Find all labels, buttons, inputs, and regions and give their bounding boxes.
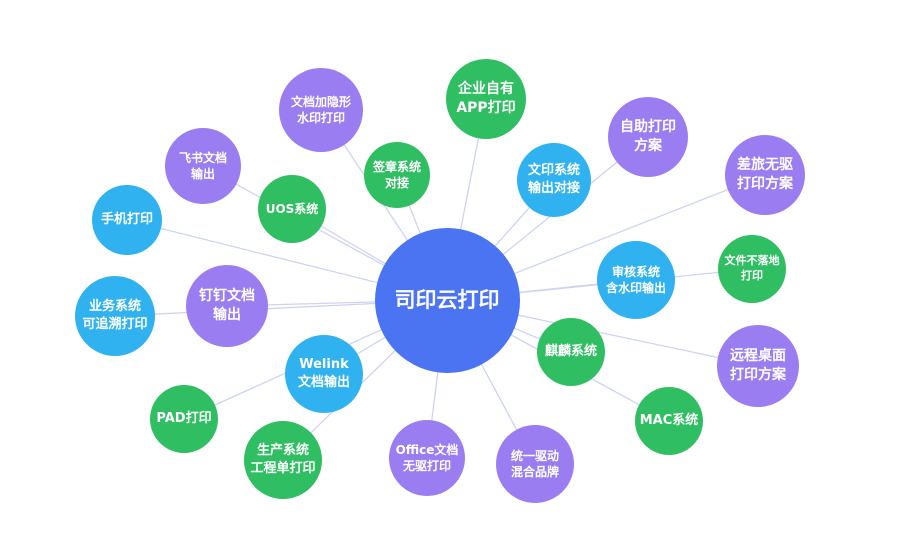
node-dingtalk: 钉钉文档 输出 [186, 265, 268, 347]
center-node-label: 司印云打印 [394, 287, 500, 312]
node-label: 文档加隐形 水印打印 [290, 94, 351, 125]
node-mac: MAC系统 [635, 387, 703, 455]
node-doc-watermark: 文档加隐形 水印打印 [279, 68, 363, 152]
node-welink: Welink 文档输出 [285, 335, 363, 413]
node-enterprise-app: 企业自有 APP打印 [446, 59, 526, 139]
node-label: Office文档 无驱打印 [395, 442, 459, 473]
node-label: 远程桌面 打印方案 [730, 348, 786, 383]
node-label: 签章系统 对接 [372, 159, 421, 190]
node-self-service: 自助打印 方案 [608, 97, 688, 177]
node-label: MAC系统 [639, 413, 699, 429]
node-mobile: 手机打印 [92, 185, 162, 255]
node-label: 自助打印 方案 [620, 119, 676, 154]
node-business-trace: 业务系统 可追溯打印 [75, 276, 155, 356]
node-label: 钉钉文档 输出 [199, 288, 255, 323]
node-label: 业务系统 可追溯打印 [82, 299, 148, 332]
node-label: 差旅无驱 打印方案 [737, 157, 793, 192]
node-label: 飞书文档 输出 [178, 150, 227, 181]
node-pad: PAD打印 [150, 385, 218, 453]
node-label: 生产系统 工程单打印 [250, 443, 316, 476]
node-label: Welink 文档输出 [297, 357, 350, 390]
node-label: 手机打印 [100, 212, 153, 228]
node-seal-system: 签章系统 对接 [364, 142, 430, 208]
node-office: Office文档 无驱打印 [389, 420, 465, 496]
node-production: 生产系统 工程单打印 [244, 421, 322, 499]
node-label: 统一驱动 混合品牌 [510, 448, 559, 479]
node-label: 文件不落地 打印 [724, 254, 780, 282]
center-node: 司印云打印 [374, 227, 520, 373]
node-label: 审核系统 含水印输出 [605, 264, 666, 295]
node-uos: UOS系统 [258, 175, 326, 243]
node-unified-driver: 统一驱动 混合品牌 [496, 425, 574, 503]
node-approval: 审核系统 含水印输出 [597, 241, 675, 319]
node-kylin: 麒麟系统 [537, 318, 605, 386]
node-remote-desktop: 远程桌面 打印方案 [717, 325, 799, 407]
node-no-local-file: 文件不落地 打印 [718, 235, 786, 303]
node-label: 文印系统 输出对接 [527, 163, 580, 196]
node-label: PAD打印 [156, 411, 212, 427]
node-label: 麒麟系统 [544, 344, 597, 360]
node-label: 企业自有 APP打印 [456, 81, 516, 116]
node-driverless: 差旅无驱 打印方案 [725, 135, 805, 215]
node-doc-system: 文印系统 输出对接 [517, 143, 591, 217]
node-label: UOS系统 [265, 201, 319, 216]
node-feishu: 飞书文档 输出 [165, 128, 241, 204]
